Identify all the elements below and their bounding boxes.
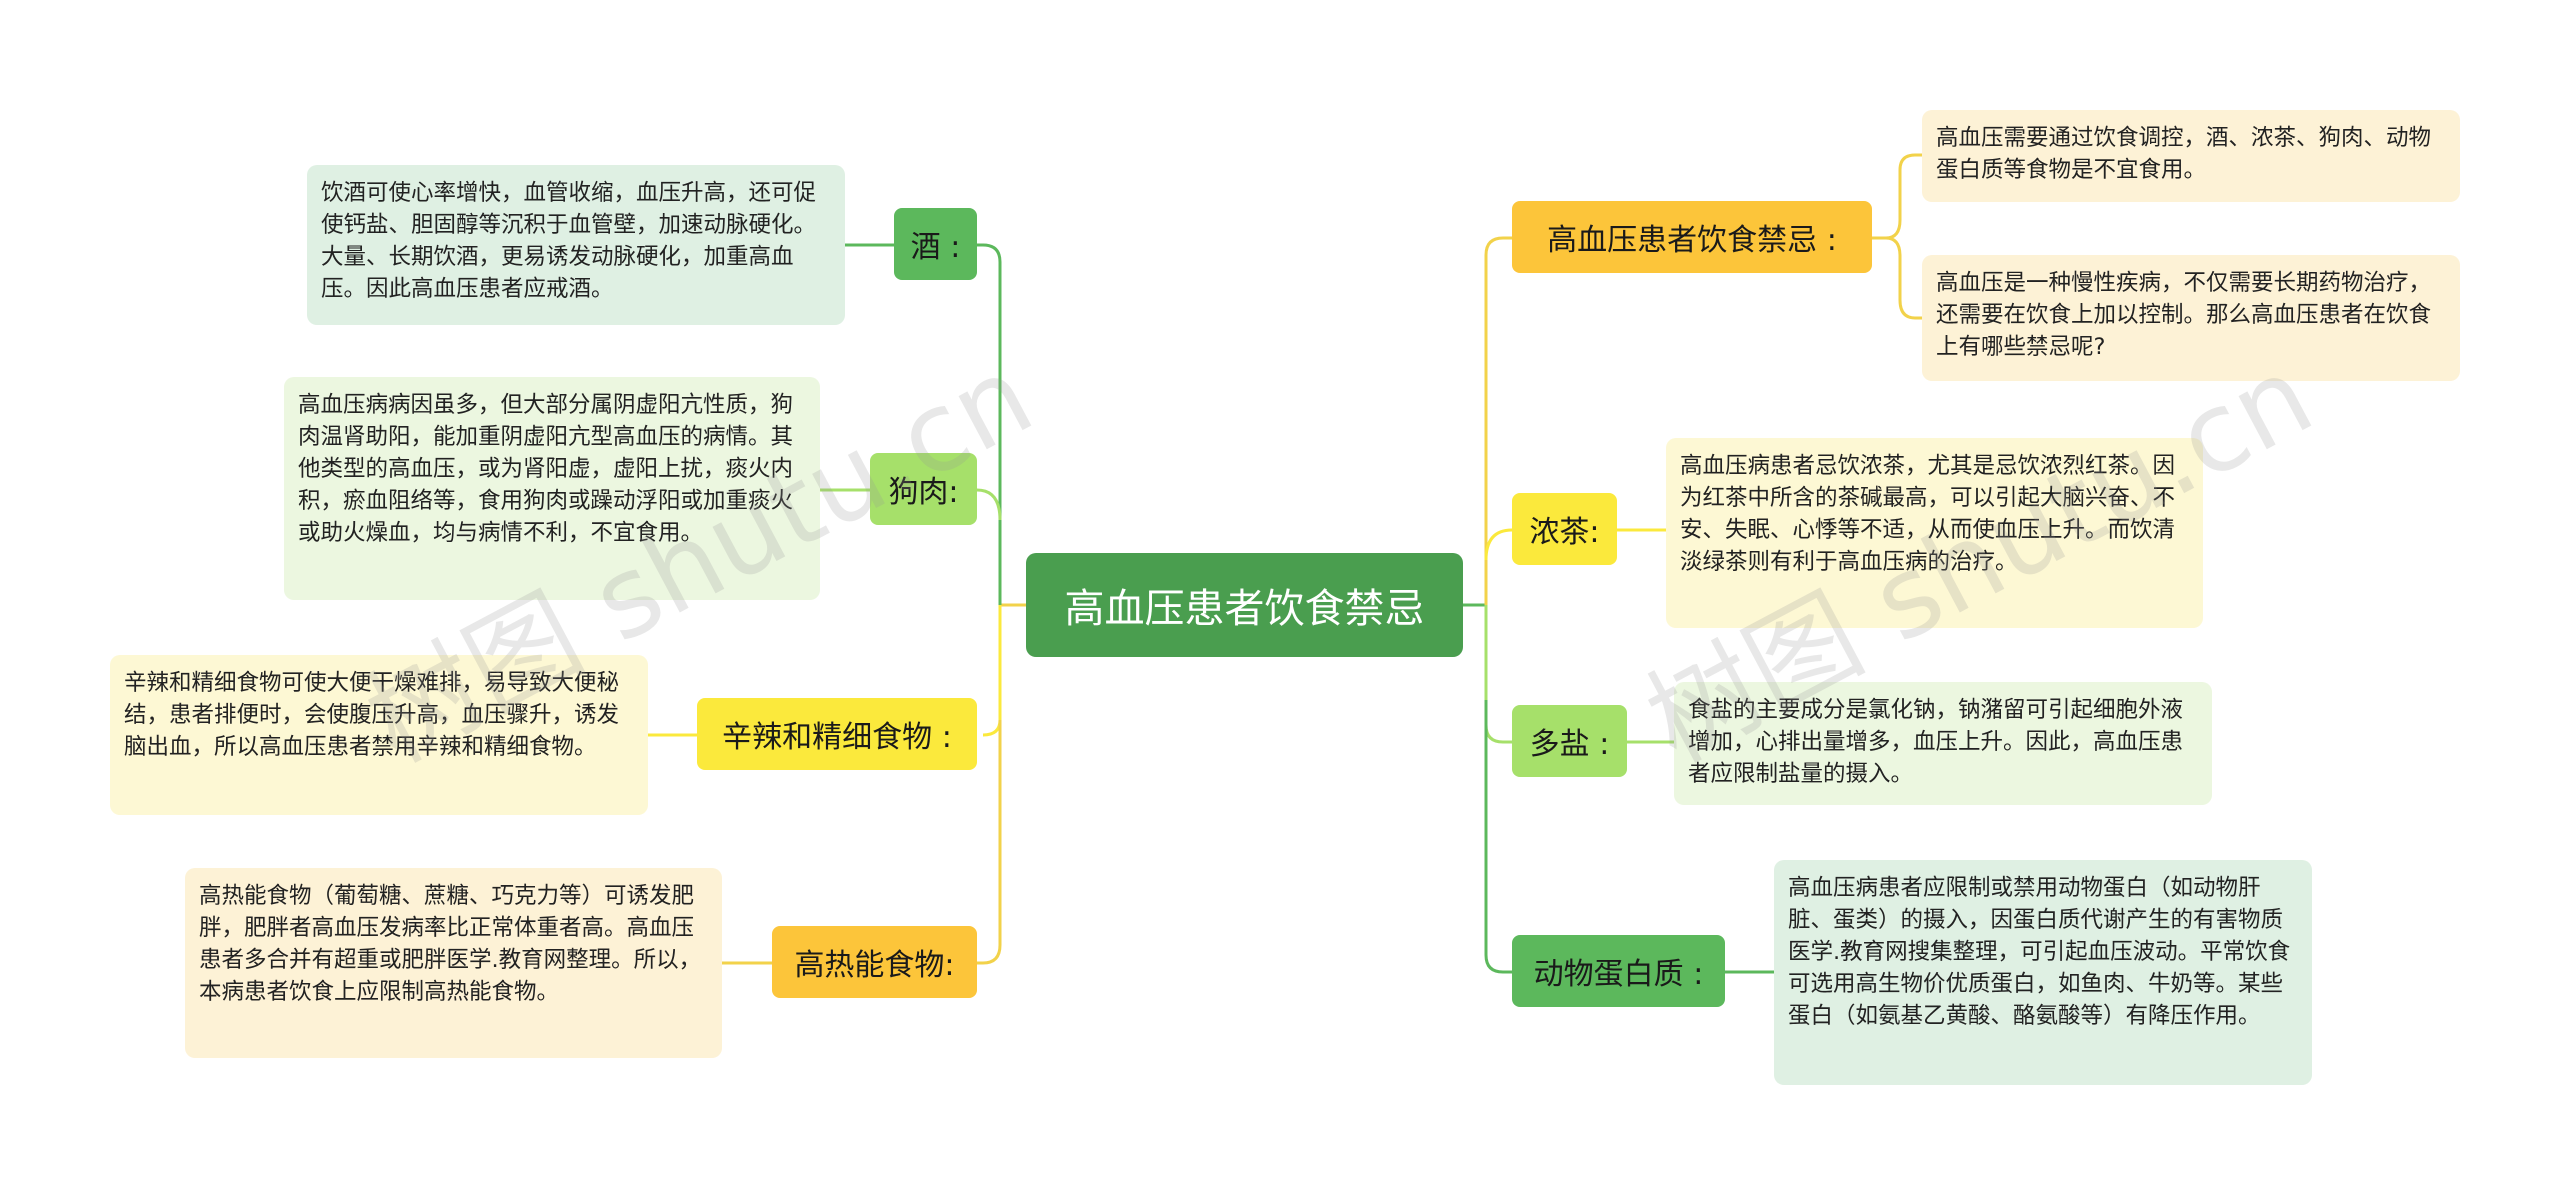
leaf-nongcha: 高血压病患者忌饮浓茶，尤其是忌饮浓烈红茶。因为红茶中所含的茶碱最高，可以引起大脑…	[1666, 438, 2203, 628]
branch-jinji[interactable]: 高血压患者饮食禁忌 :	[1512, 201, 1872, 273]
leaf-xinla-text: 辛辣和精细食物可使大便干燥难排，易导致大便秘结，患者排便时，会使腹压升高，血压骤…	[124, 670, 620, 760]
leaf-xinla: 辛辣和精细食物可使大便干燥难排，易导致大便秘结，患者排便时，会使腹压升高，血压骤…	[110, 655, 648, 815]
leaf-gaore-text: 高热能食物（葡萄糖、蔗糖、巧克力等）可诱发肥胖，肥胖者高血压发病率比正常体重者高…	[199, 883, 702, 1005]
branch-jiu[interactable]: 酒 :	[894, 208, 977, 280]
link-jinji-leaf1	[1872, 153, 1922, 240]
branch-gaore[interactable]: 高热能食物:	[772, 926, 977, 998]
link-jinji	[1484, 236, 1512, 605]
leaf-jinji-2-text: 高血压是一种慢性疾病，不仅需要长期药物治疗，还需要在饮食上加以控制。那么高血压患…	[1936, 270, 2432, 360]
link-nongcha	[1484, 528, 1513, 561]
link-jinji-leaf2	[1885, 236, 1922, 320]
leaf-nongcha-text: 高血压病患者忌饮浓茶，尤其是忌饮浓烈红茶。因为红茶中所含的茶碱最高，可以引起大脑…	[1680, 453, 2176, 575]
branch-gourou[interactable]: 狗肉:	[870, 453, 977, 525]
leaf-danbai-text: 高血压病患者应限制或禁用动物蛋白（如动物肝脏、蛋类）的摄入，因蛋白质代谢产生的有…	[1788, 875, 2291, 1029]
leaf-gourou-text: 高血压病病因虽多，但大部分属阴虚阳亢性质，狗肉温肾助阳，能加重阴虚阳亢型高血压的…	[298, 392, 794, 546]
leaf-duoyan: 食盐的主要成分是氯化钠，钠潴留可引起细胞外液增加，心排出量增多，血压上升。因此，…	[1674, 682, 2212, 805]
leaf-jinji-1-text: 高血压需要通过饮食调控，酒、浓茶、狗肉、动物蛋白质等食物是不宜食用。	[1936, 125, 2432, 183]
root-topic[interactable]: 高血压患者饮食禁忌	[1026, 553, 1463, 657]
link-danbai	[1484, 700, 1512, 974]
leaf-danbai: 高血压病患者应限制或禁用动物蛋白（如动物肝脏、蛋类）的摄入，因蛋白质代谢产生的有…	[1774, 860, 2312, 1085]
leaf-jiu-text: 饮酒可使心率增快，血管收缩，血压升高，还可促使钙盐、胆固醇等沉积于血管壁，加速动…	[321, 180, 817, 302]
leaf-gaore: 高热能食物（葡萄糖、蔗糖、巧克力等）可诱发肥胖，肥胖者高血压发病率比正常体重者高…	[185, 868, 722, 1058]
leaf-jinji-2: 高血压是一种慢性疾病，不仅需要长期药物治疗，还需要在饮食上加以控制。那么高血压患…	[1922, 255, 2460, 381]
link-gaore	[977, 720, 1002, 965]
link-gourou	[976, 488, 1002, 521]
branch-xinla[interactable]: 辛辣和精细食物 :	[697, 698, 977, 770]
link-jiu	[977, 243, 1002, 605]
leaf-duoyan-text: 食盐的主要成分是氯化钠，钠潴留可引起细胞外液增加，心排出量增多，血压上升。因此，…	[1688, 697, 2184, 787]
link-xinla	[982, 605, 1002, 737]
leaf-jiu: 饮酒可使心率增快，血管收缩，血压升高，还可促使钙盐、胆固醇等沉积于血管壁，加速动…	[307, 165, 845, 325]
leaf-gourou: 高血压病病因虽多，但大部分属阴虚阳亢性质，狗肉温肾助阳，能加重阴虚阳亢型高血压的…	[284, 377, 820, 600]
branch-nongcha[interactable]: 浓茶:	[1512, 493, 1617, 565]
branch-duoyan[interactable]: 多盐 :	[1512, 705, 1627, 777]
branch-danbai[interactable]: 动物蛋白质 :	[1512, 935, 1725, 1007]
link-duoyan	[1484, 605, 1512, 744]
leaf-jinji-1: 高血压需要通过饮食调控，酒、浓茶、狗肉、动物蛋白质等食物是不宜食用。	[1922, 110, 2460, 202]
